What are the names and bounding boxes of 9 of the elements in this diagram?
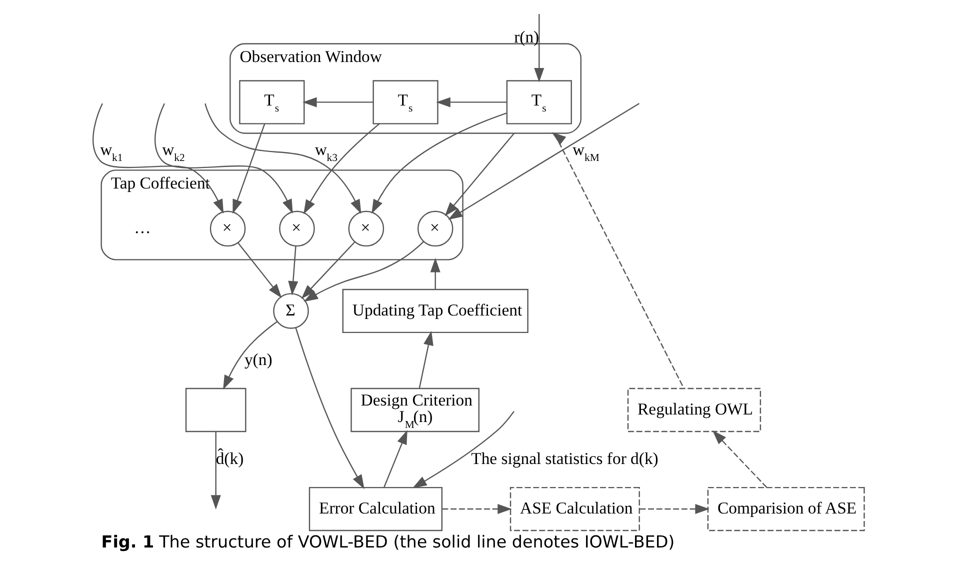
edge-label: w$_{kM}$: [572, 140, 600, 164]
edge-label: y(n): [244, 350, 272, 369]
edge-label: w$_{k1}$: [100, 140, 123, 164]
label: …: [134, 218, 151, 238]
edge-label: w$_{k3}$: [314, 140, 338, 164]
edge-label: The signal statistics for d(k): [471, 448, 658, 468]
caption: Fig. 1 The structure of VOWL-BED (the solid line denotes IOWL-BED): [101, 531, 675, 552]
edge-label: d̂(k): [216, 448, 244, 468]
edge-label: w$_{k2}$: [162, 140, 185, 164]
